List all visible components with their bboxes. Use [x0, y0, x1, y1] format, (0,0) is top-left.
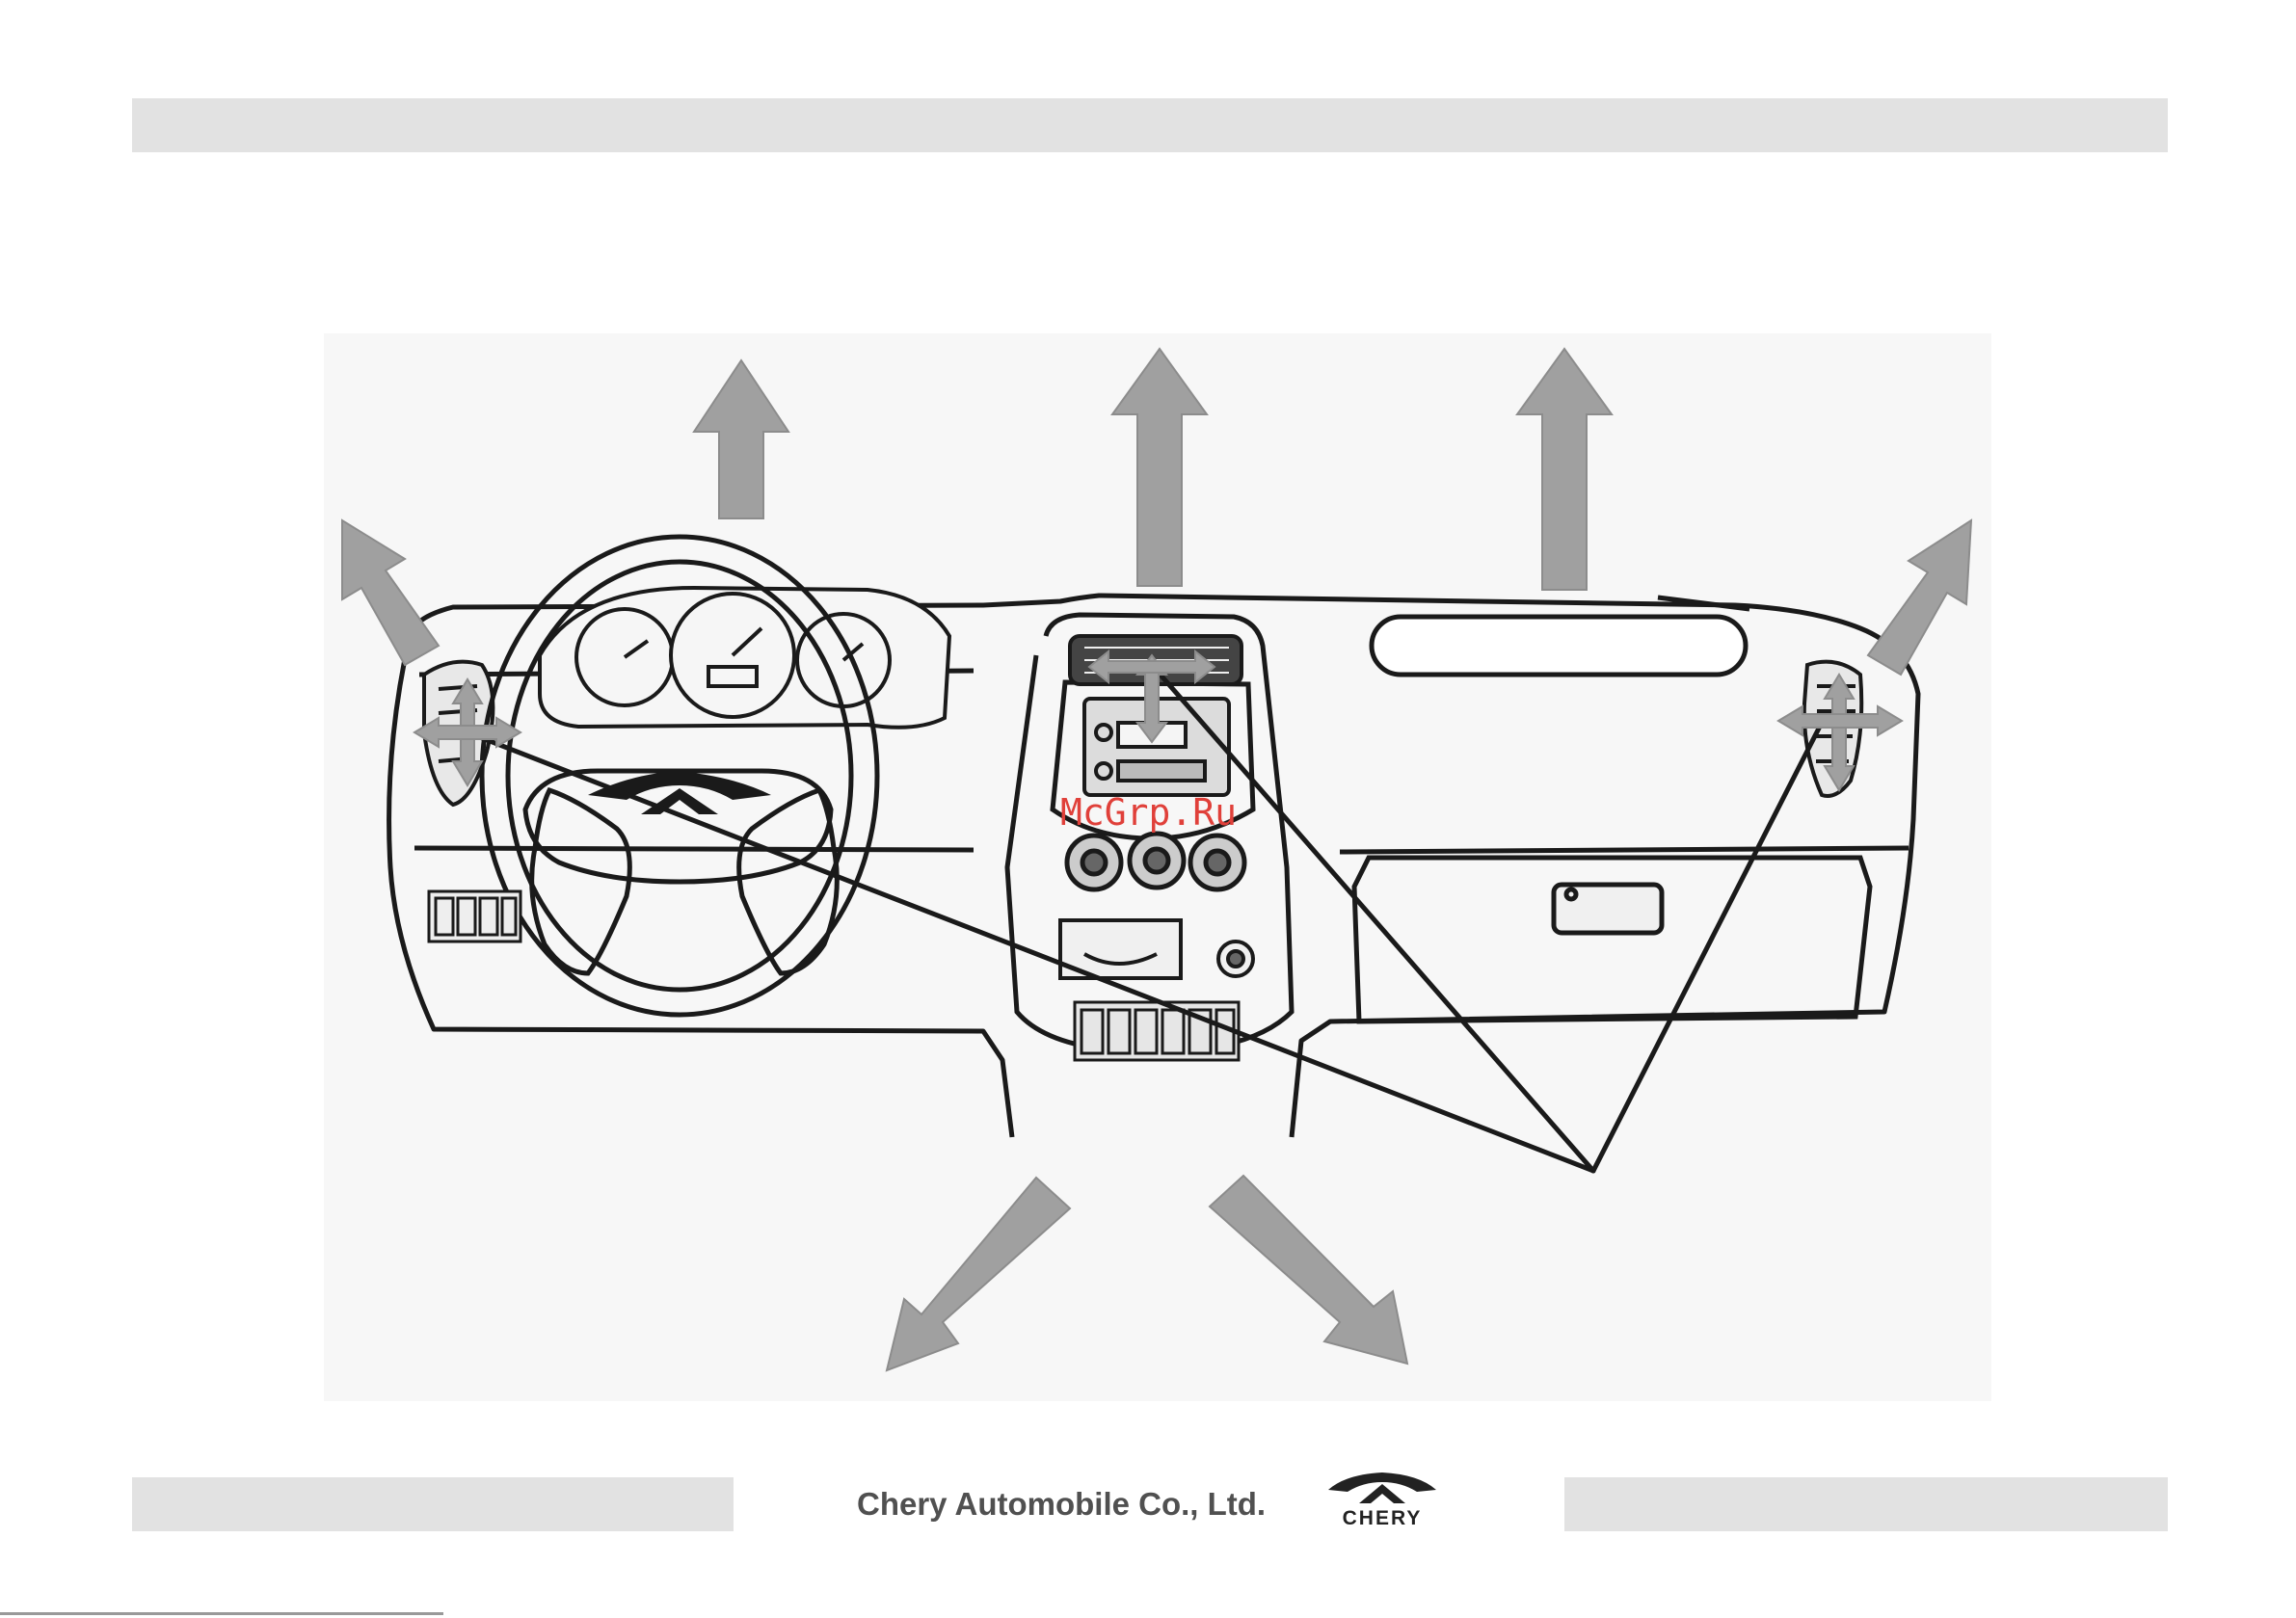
watermark-text: McGrp.Ru [1060, 785, 1253, 839]
chery-logo-word: CHERY [1322, 1507, 1442, 1530]
airflow-arrow-icon [1112, 349, 1207, 586]
chery-logo-icon [1322, 1469, 1442, 1509]
instrument-cluster [540, 588, 949, 728]
passenger-dash-slot [1372, 617, 1746, 675]
airflow-arrow-icon [1868, 520, 1971, 675]
lower-switch-bank [1075, 1002, 1239, 1060]
glove-box [1354, 858, 1870, 1021]
footer-bar-left [132, 1477, 734, 1531]
airflow-arrow-icon [1517, 349, 1612, 590]
airflow-arrow-icon [887, 1178, 1070, 1370]
lower-storage [1060, 920, 1253, 978]
chery-logo: CHERY [1322, 1469, 1442, 1530]
footer-company-name: Chery Automobile Co., Ltd. [857, 1480, 1310, 1528]
airflow-arrow-icon [1210, 1176, 1407, 1364]
airflow-arrow-icon [694, 360, 788, 518]
scan-edge-line [0, 1612, 443, 1615]
climate-knobs [1067, 834, 1244, 889]
airflow-arrow-icon [342, 520, 439, 665]
left-switch-panel [429, 891, 521, 942]
steering-wheel-emblem [588, 771, 771, 814]
footer-bar-right [1564, 1477, 2168, 1531]
